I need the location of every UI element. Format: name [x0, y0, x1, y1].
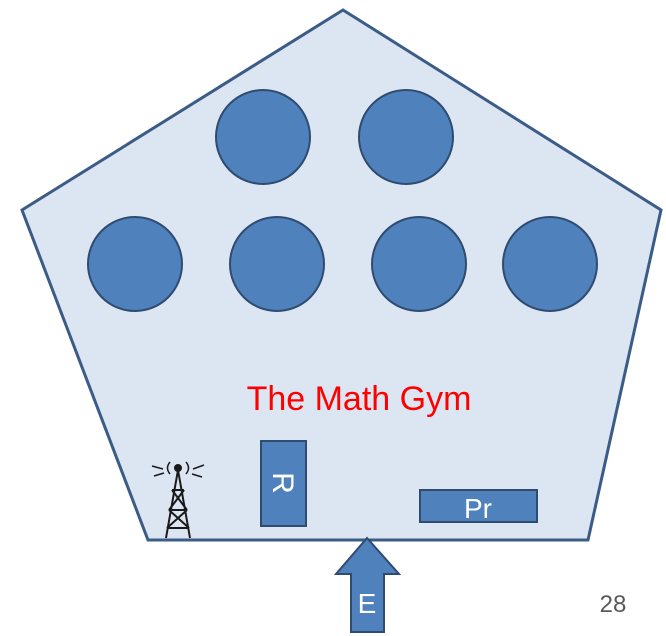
page-number: 28: [600, 591, 627, 618]
seat-circle: [502, 216, 598, 312]
seat-circle: [358, 89, 454, 185]
pr-box: [419, 489, 538, 523]
entrance-arrow: [333, 536, 402, 633]
r-box-label: R: [266, 472, 299, 494]
r-box: [260, 440, 307, 527]
radio-tower-icon: [151, 461, 205, 539]
seat-circle: [87, 216, 183, 312]
diagram-title: The Math Gym: [247, 380, 472, 418]
seat-circle: [215, 89, 311, 185]
seat-circle: [229, 216, 325, 312]
seat-group: [87, 89, 598, 312]
seat-circle: [371, 216, 467, 312]
entrance-label: E: [358, 588, 377, 619]
pr-box-label: Pr: [464, 493, 492, 524]
